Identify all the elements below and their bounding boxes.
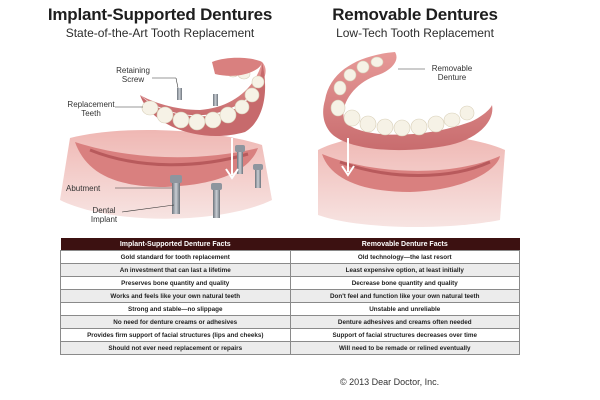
implant-denture-arch — [140, 57, 266, 137]
label-removable-denture: Removable Denture — [431, 64, 473, 82]
table-row: Should not ever need replacement or repa… — [60, 341, 520, 355]
header-removable-facts: Removable Denture Facts — [290, 238, 520, 251]
implant-leader-lines — [115, 77, 179, 213]
table-row: Works and feels like your own natural te… — [60, 289, 520, 303]
removable-lower-jaw — [318, 134, 505, 227]
removable-fact: Old technology—the last resort — [289, 250, 520, 264]
removable-panel-heading: Removable Dentures Low-Tech Tooth Replac… — [300, 6, 530, 41]
table-row: Gold standard for tooth replacement Old … — [60, 250, 520, 264]
facts-table: Implant-Supported Denture Facts Removabl… — [60, 238, 520, 355]
denture-illustration — [60, 52, 505, 227]
implant-fact: Provides firm support of facial structur… — [60, 328, 291, 342]
removable-denture-arch — [323, 52, 493, 151]
table-row: An investment that can last a lifetime L… — [60, 263, 520, 277]
implant-panel-heading: Implant-Supported Dentures State-of-the-… — [40, 6, 280, 41]
label-dental-implant: Dental Implant — [90, 206, 118, 224]
implant-fact: Strong and stable—no slippage — [60, 302, 291, 316]
removable-fact: Least expensive option, at least initial… — [289, 263, 520, 277]
removable-fact: Denture adhesives and creams often neede… — [289, 315, 520, 329]
implant-subtitle: State-of-the-Art Tooth Replacement — [65, 26, 255, 40]
removable-down-arrow — [341, 138, 355, 177]
removable-fact: Will need to be remade or relined eventu… — [289, 341, 520, 355]
implant-fact: Gold standard for tooth replacement — [60, 250, 291, 264]
table-row: Preserves bone quantity and quality Decr… — [60, 276, 520, 290]
implant-down-arrow — [225, 138, 239, 180]
removable-fact: Don't feel and function like your own na… — [289, 289, 520, 303]
copyright-notice: © 2013 Dear Doctor, Inc. — [340, 377, 440, 387]
implant-fact: An investment that can last a lifetime — [60, 263, 291, 277]
implant-fact: Should not ever need replacement or repa… — [60, 341, 291, 355]
dental-implants — [170, 145, 263, 218]
removable-title: Removable Dentures — [332, 5, 498, 24]
removable-fact: Unstable and unreliable — [289, 302, 520, 316]
label-retaining-screw: Retaining Screw — [116, 66, 150, 84]
removable-fact: Decrease bone quantity and quality — [289, 276, 520, 290]
table-row: Provides firm support of facial structur… — [60, 328, 520, 342]
removable-fact: Support of facial structures decreases o… — [289, 328, 520, 342]
implant-fact: No need for denture creams or adhesives — [60, 315, 291, 329]
implant-title: Implant-Supported Dentures — [47, 5, 273, 24]
header-implant-facts: Implant-Supported Denture Facts — [60, 238, 290, 251]
removable-subtitle: Low-Tech Tooth Replacement — [336, 26, 494, 40]
table-row: Strong and stable—no slippage Unstable a… — [60, 302, 520, 316]
label-abutment: Abutment — [66, 184, 101, 193]
facts-table-header-row: Implant-Supported Denture Facts Removabl… — [60, 238, 520, 251]
label-replacement-teeth: Replacement Teeth — [67, 100, 115, 118]
implant-fact: Works and feels like your own natural te… — [60, 289, 291, 303]
implant-fact: Preserves bone quantity and quality — [60, 276, 291, 290]
table-row: No need for denture creams or adhesives … — [60, 315, 520, 329]
